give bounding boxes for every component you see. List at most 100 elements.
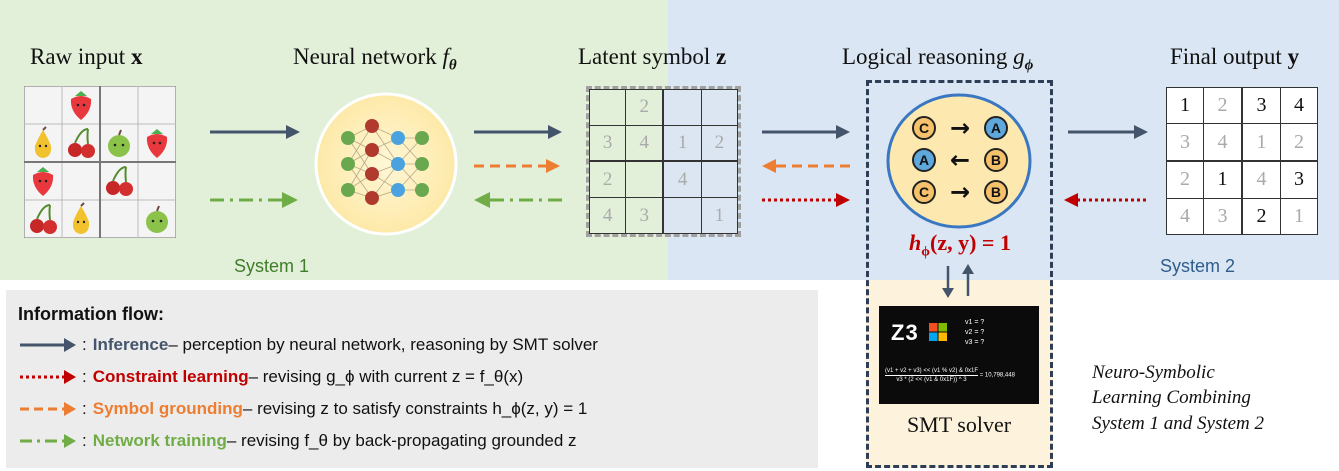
final-grid-cell: 4	[1166, 197, 1204, 236]
constraint-formula: hϕ(z, y) = 1	[909, 230, 1011, 260]
final-grid-cell: 3	[1202, 197, 1243, 236]
final-grid-cell: 4	[1202, 123, 1243, 162]
final-grid-cell: 1	[1280, 197, 1318, 236]
pear-icon	[34, 126, 52, 158]
rule-symbol-badge: A	[912, 148, 936, 172]
cherry-icon	[68, 128, 95, 158]
z3-variables: v1 = ?v2 = ?v3 = ?	[965, 318, 984, 348]
latent-grid-cell: 4	[588, 197, 627, 234]
legend-heading: Information flow:	[18, 304, 164, 324]
legend-item: :Constraint learning – revising g_ϕ with…	[16, 364, 523, 390]
rule-symbol-badge: C	[912, 116, 936, 140]
final-grid-cell: 1	[1241, 123, 1282, 162]
flow-arrows	[210, 125, 1148, 208]
final-grid-cell: 2	[1202, 86, 1243, 125]
strawberry-icon	[146, 129, 168, 158]
strawberry-icon	[32, 167, 54, 196]
neural-network-title: Neural network fθ	[293, 44, 457, 74]
inference-arrow-raw-to-nn	[210, 125, 300, 139]
final-grid-cell: 3	[1241, 86, 1282, 125]
final-grid-cell: 4	[1280, 86, 1318, 125]
latent-grid-frame	[586, 86, 741, 237]
final-grid-cell: 1	[1202, 160, 1243, 199]
legend-item-name: Inference	[92, 335, 169, 354]
latent-grid-cell	[700, 89, 739, 126]
z3-variable: v3 = ?	[965, 339, 985, 346]
pear-icon	[72, 202, 90, 234]
caption-line: System 1 and System 2	[1092, 412, 1265, 434]
raw-input-sudoku	[24, 86, 176, 238]
latent-grid-cell: 4	[662, 160, 702, 199]
legend-item: :Inference – perception by neural networ…	[16, 332, 598, 358]
caption-line: Neuro-Symbolic	[1092, 362, 1215, 383]
latent-grid-cell: 1	[662, 124, 702, 163]
smt-exchange-arrows	[942, 264, 974, 298]
legend-item: : Symbol grounding – revising z to satisf…	[16, 396, 587, 422]
logical-reasoning-title: Logical reasoning gϕ	[842, 44, 1034, 74]
information-flow-legend: Information flow: :Inference – perceptio…	[6, 290, 818, 468]
legend-colon: :	[82, 431, 87, 450]
rule-arrow: →	[949, 114, 971, 142]
rule-symbol-badge: A	[983, 116, 1008, 140]
latent-grid-cell	[588, 89, 627, 126]
inference-arrow-nn-to-latent	[474, 125, 562, 139]
legend-arrow-icon	[20, 338, 76, 352]
smt-solver-label: SMT solver	[906, 412, 1012, 437]
z3-logo: Z3	[891, 320, 919, 345]
legend-arrow-icon	[20, 370, 76, 384]
grounding-arrow-nn-to-latent	[474, 159, 560, 173]
latent-grid-cell: 4	[625, 124, 665, 163]
raw-input-title: Raw input x	[30, 44, 143, 69]
legend-item-name: Symbol grounding	[92, 399, 243, 418]
training-arrow-raw-to-nn	[210, 192, 298, 208]
strawberry-icon	[70, 91, 92, 120]
latent-grid-cell	[662, 89, 702, 126]
system1-label: System 1	[234, 256, 310, 276]
legend-item-name: Constraint learning	[92, 367, 249, 386]
latent-grid-cell: 2	[588, 160, 627, 199]
legend-colon: :	[82, 399, 87, 418]
final-grid-cell: 3	[1166, 123, 1204, 162]
rule-row: C→B	[912, 176, 1008, 208]
legend-arrow-icon	[20, 402, 76, 416]
z3-variable: v1 = ?	[965, 319, 985, 326]
legend-arrow-icon	[20, 434, 76, 448]
cherry-icon	[106, 166, 133, 196]
latent-grid-row: 2	[588, 89, 739, 126]
rule-arrow: ←	[949, 146, 971, 174]
apple-icon	[108, 129, 130, 157]
final-grid-cell: 2	[1241, 197, 1282, 236]
training-arrow-latent-to-nn	[474, 192, 562, 208]
constraint-arrow-latent-to-logic	[762, 193, 850, 207]
grounding-arrow-logic-to-latent	[762, 159, 850, 173]
legend-item-description: – revising z to satisfy constraints h_ϕ(…	[242, 399, 588, 418]
latent-grid-cell: 2	[700, 124, 739, 163]
latent-grid-cell	[625, 160, 665, 199]
latent-grid-cell: 1	[700, 197, 739, 234]
z3-equation: (v1 + v2 + v3) << (v1 % v2) & 0x1F v3 * …	[885, 368, 1015, 383]
latent-symbol-title: Latent symbol z	[578, 44, 727, 69]
caption-line: Learning Combining	[1092, 387, 1251, 409]
inference-arrow-logic-to-output	[1068, 125, 1148, 139]
latent-grid-cell	[700, 160, 739, 199]
latent-grid-cell: 2	[625, 89, 665, 126]
legend-colon: :	[82, 335, 87, 354]
legend-item: :Network training – revising f_θ by back…	[16, 428, 577, 454]
windows-logo-icon	[929, 323, 947, 341]
final-grid-cell: 2	[1280, 123, 1318, 162]
constraint-arrow-output-to-logic	[1064, 193, 1146, 207]
rule-row: A←B	[912, 144, 1008, 176]
legend-colon: :	[82, 367, 87, 386]
final-grid-cell: 4	[1241, 160, 1282, 199]
final-grid-cell: 2	[1166, 160, 1204, 199]
system2-label: System 2	[1160, 256, 1236, 276]
